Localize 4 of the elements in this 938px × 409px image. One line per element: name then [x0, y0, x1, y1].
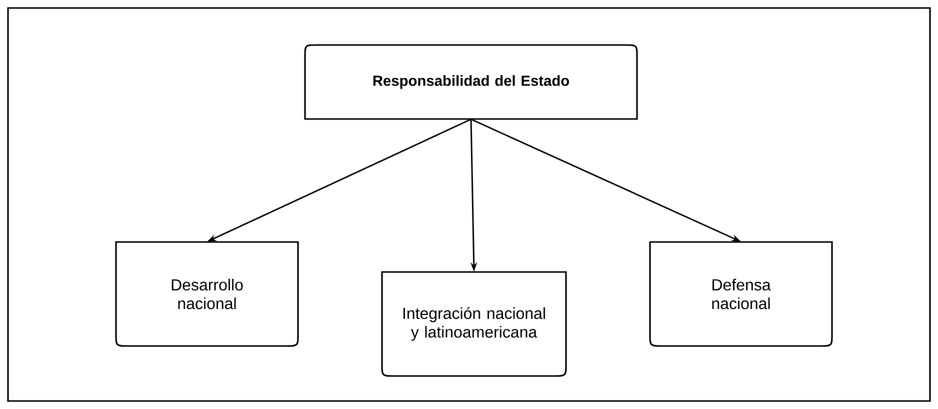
process-box: Desarrollo nacional — [115, 241, 299, 347]
process-box: Defensa nacional — [649, 241, 833, 347]
process-box: Integración nacional y latinoamericana — [381, 271, 567, 377]
process-box: Responsabilidad del Estado — [304, 44, 638, 120]
